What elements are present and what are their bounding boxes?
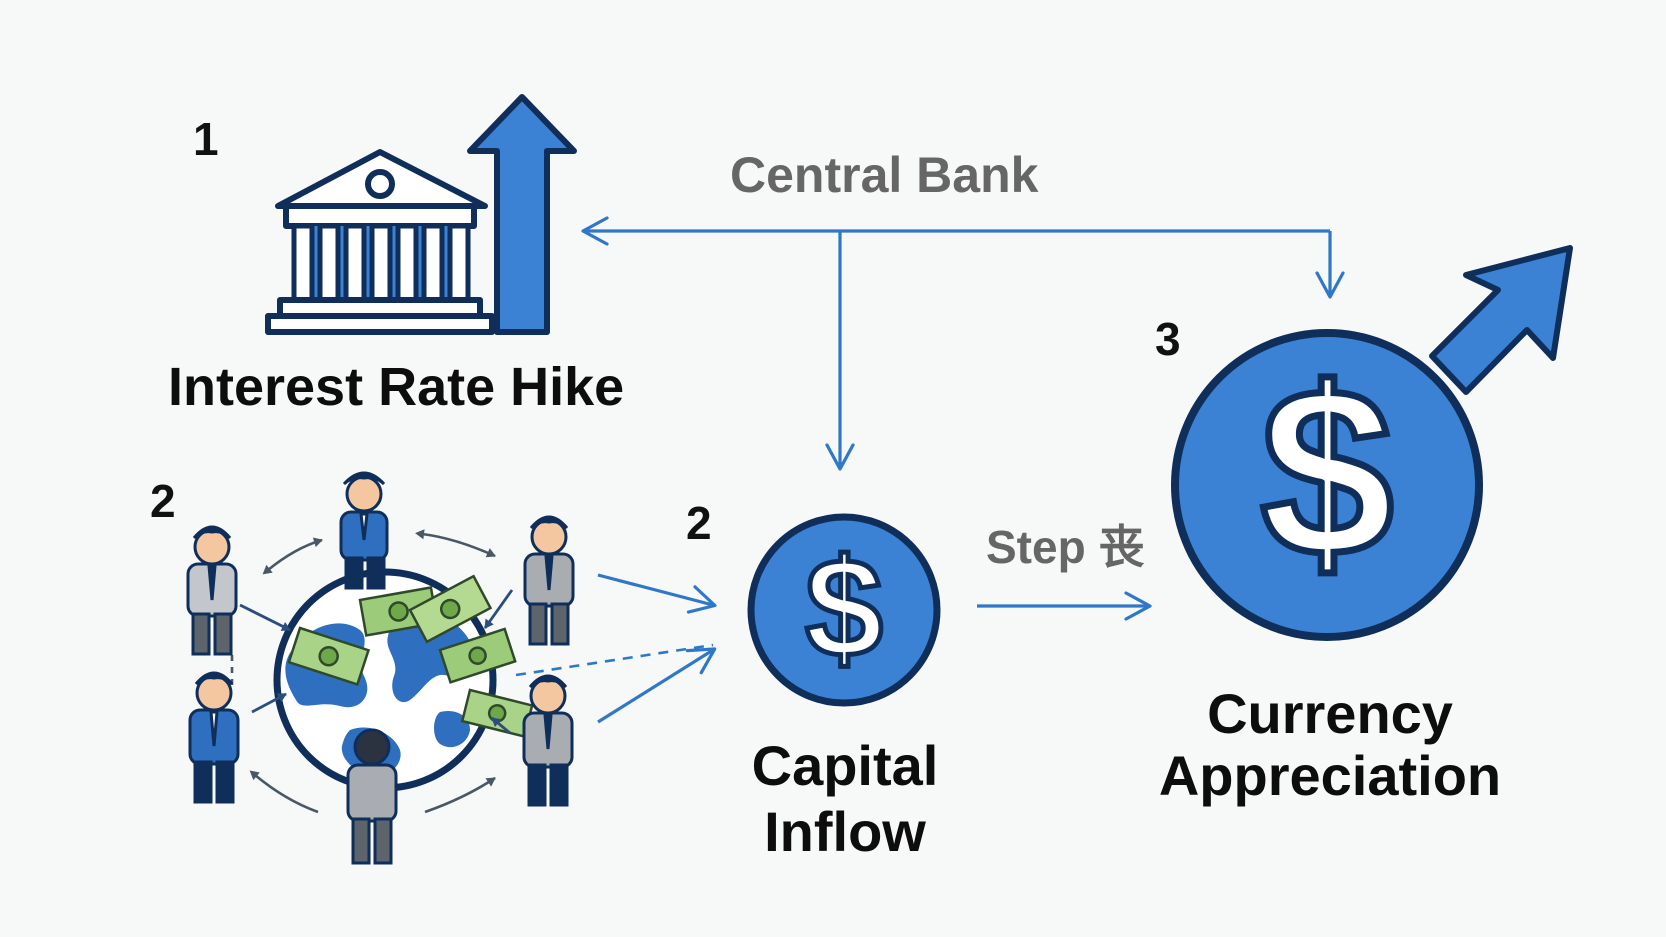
businessperson-icon — [346, 728, 398, 865]
step-edge-label: Step 丧 — [986, 521, 1145, 573]
step1-number: 1 — [193, 113, 219, 165]
interest-rate-hike-label: Interest Rate Hike — [168, 357, 625, 417]
step2-number: 2 — [686, 497, 712, 549]
businessperson-icon — [339, 471, 389, 590]
central-bank-connectors — [581, 216, 1345, 471]
step3-number: 3 — [1155, 313, 1181, 365]
up-arrow-icon — [467, 94, 577, 335]
bank-building-icon — [265, 149, 495, 335]
network-step-number: 2 — [150, 475, 176, 527]
central-bank-title: Central Bank — [730, 147, 1039, 203]
exchange-arrows — [230, 529, 496, 814]
handoff-arrows — [239, 589, 514, 735]
currency-appreciation-symbol: $ — [1257, 338, 1397, 606]
capital-inflow-symbol: $ — [803, 529, 886, 686]
capital-inflow-label-line2: Inflow — [764, 800, 926, 863]
currency-appreciation-label-line1: Currency — [1207, 682, 1453, 745]
businessperson-icon — [186, 525, 238, 656]
businessperson-icon — [523, 515, 575, 646]
dollar-coin-icon — [747, 513, 941, 707]
businessperson-icon — [522, 674, 574, 807]
businessperson-icon — [188, 671, 240, 804]
dollar-coin-icon — [1171, 329, 1483, 641]
diagonal-arrow-icon — [1429, 245, 1573, 395]
currency-appreciation-label-line2: Appreciation — [1158, 744, 1502, 807]
inflow-arrows — [515, 573, 1152, 724]
capital-inflow-label-line1: Capital — [751, 734, 939, 797]
